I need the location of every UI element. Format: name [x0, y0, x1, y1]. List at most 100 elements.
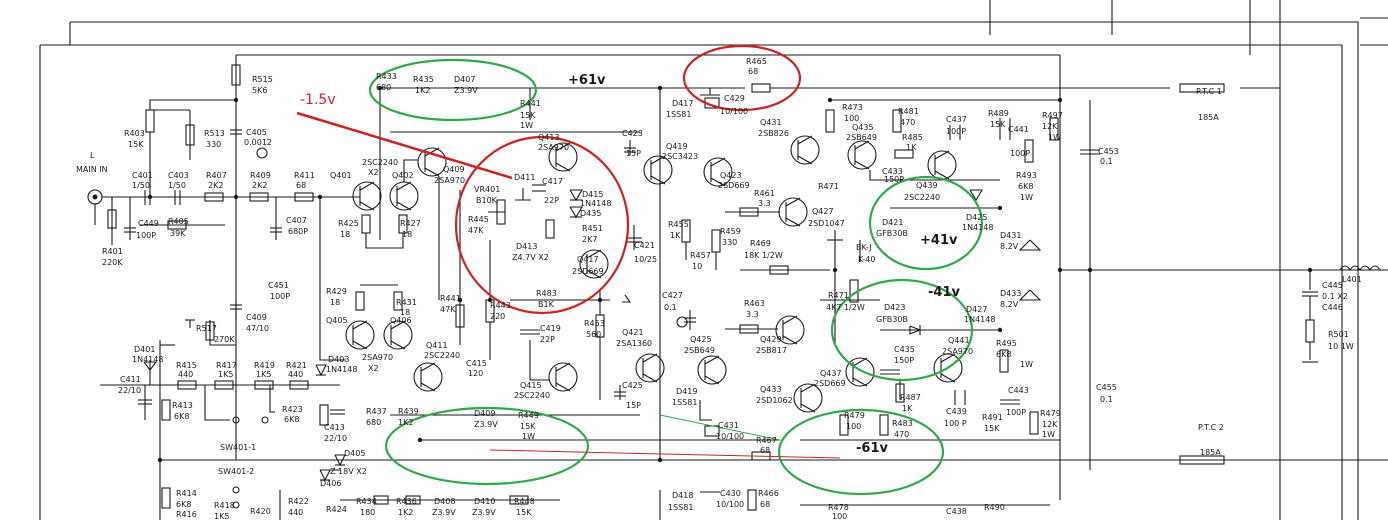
label-q421-type: 2SA1360	[616, 339, 652, 348]
ring-positive-61v-zener	[368, 58, 538, 122]
label-c433-value: 150P	[884, 175, 904, 184]
pointer-line-neg1-5v	[296, 111, 513, 180]
label-q417: Q417	[577, 255, 599, 264]
label-r463-value: 3.3	[746, 310, 759, 319]
label-r493-value: 6K8	[1018, 182, 1033, 191]
label-r433: R433	[376, 72, 397, 81]
label-d417-type: 1SS81	[666, 110, 691, 119]
label-q425: Q425	[690, 335, 712, 344]
label-q409-type: 2SA970	[434, 176, 465, 185]
label-r471b: R471	[828, 291, 849, 300]
label-c411-value: 22/10	[118, 386, 141, 395]
label-r495-value: 6K8	[996, 350, 1011, 359]
sw401-1-contact-b-icon[interactable]	[261, 416, 269, 424]
label-r471b-value: 4K7 1/2W	[826, 303, 865, 312]
label-c435-value: 150P	[894, 356, 914, 365]
label-r415-value: 440	[178, 370, 193, 379]
label-r403-value: 15K	[128, 140, 144, 149]
label-r491: R491	[982, 413, 1003, 422]
label-k40: K-40	[858, 255, 875, 264]
label-neg1-5v: -1.5v	[300, 92, 336, 108]
label-r479b-value: 12K	[1042, 420, 1058, 429]
label-r483b: R483	[892, 419, 913, 428]
label-q427-type: 2SD1047	[808, 219, 845, 228]
label-d418: D418	[672, 491, 693, 500]
label-r481-value: 470	[900, 118, 915, 127]
label-r431-value: 18	[400, 308, 410, 317]
label-c407-value: 680P	[288, 227, 308, 236]
label-r411-value: 68	[296, 181, 306, 190]
label-d413-value: Z4.7V X2	[512, 253, 549, 262]
label-z18v: Z 18V X2	[330, 467, 367, 476]
vas-region	[455, 142, 642, 360]
label-r513: R513	[204, 129, 225, 138]
label-r439-value: 1K2	[398, 418, 413, 427]
label-r473: R473	[842, 103, 863, 112]
label-d408-value: Z3.9V	[432, 508, 456, 517]
label-ptc2-value: 185A	[1200, 448, 1221, 457]
sw401-2-contact-b-icon[interactable]	[232, 501, 240, 509]
label-bkj: BK-J	[856, 243, 872, 252]
label-c445-value: 0.1 X2	[1322, 292, 1348, 301]
label-r401: R401	[102, 247, 123, 256]
label-r413-value: 6K8	[174, 412, 189, 421]
sw401-2-contact-icon[interactable]	[232, 486, 240, 494]
label-r416: R416	[176, 510, 197, 519]
label-c439: C439	[946, 407, 967, 416]
label-r435: R435	[413, 75, 434, 84]
input-section	[87, 64, 360, 245]
label-d419: D419	[676, 387, 697, 396]
label-r466: R466	[758, 489, 779, 498]
label-r483b-value: 470	[894, 430, 909, 439]
negative-rail	[160, 414, 1342, 471]
label-r453: R453	[584, 319, 605, 328]
sw401-1-contact-icon[interactable]	[232, 416, 240, 424]
label-c423-value: 15P	[626, 149, 641, 158]
label-r451-value: 2K7	[582, 235, 597, 244]
label-q425-type: 2SB649	[684, 346, 715, 355]
label-r427-value: 18	[402, 230, 412, 239]
label-r425-value: 18	[340, 230, 350, 239]
label-r436: R436	[396, 497, 417, 506]
label-d431: D431	[1000, 231, 1021, 240]
label-c415-value: 120	[468, 369, 483, 378]
label-r453-value: 560	[586, 330, 601, 339]
label-r441-value: 15K	[520, 111, 536, 120]
label-q435-type: 2SB649	[846, 133, 877, 142]
label-r421-value: 440	[288, 370, 303, 379]
label-r485-value: 1K	[906, 143, 917, 152]
output-filter	[1060, 265, 1381, 363]
label-d410-value: Z3.9V	[472, 508, 496, 517]
label-c429: C429	[724, 94, 745, 103]
label-r414-value: 6K8	[176, 500, 191, 509]
label-d423: D423	[884, 303, 905, 312]
label-c421-value: 10/25	[634, 255, 657, 264]
label-sw401-1: SW401-1	[220, 443, 256, 452]
label-d435: D435	[580, 209, 601, 218]
ring-positive-41v	[868, 175, 984, 271]
label-q423: Q423	[720, 171, 742, 180]
label-r434-value: 180	[360, 508, 375, 517]
label-q423-type: 2SD669	[718, 181, 750, 190]
label-q437: Q437	[820, 369, 842, 378]
label-q401: Q401	[330, 171, 352, 180]
label-r461-value: 3.3	[758, 199, 771, 208]
label-c423: C423	[622, 129, 643, 138]
label-c430: C430	[720, 489, 741, 498]
label-q413-type: 2SA970	[538, 143, 569, 152]
label-r420: R420	[250, 507, 271, 516]
label-q419-type: 2SC3423	[662, 152, 698, 161]
label-d423-type: GFB30B	[876, 315, 908, 324]
label-c403-value: 1/50	[168, 181, 186, 190]
label-r418: R418	[214, 501, 235, 510]
label-r517: R517	[196, 324, 217, 333]
label-vr401-value: B10K	[476, 196, 498, 205]
label-r449-watt: 1W	[522, 432, 535, 441]
label-q427: Q427	[812, 207, 834, 216]
label-c453: C453	[1098, 147, 1119, 156]
label-c443: C443	[1008, 386, 1029, 395]
label-r445-value: 47K	[468, 226, 484, 235]
label-r457: R457	[690, 251, 711, 260]
label-d407: D407	[454, 75, 475, 84]
